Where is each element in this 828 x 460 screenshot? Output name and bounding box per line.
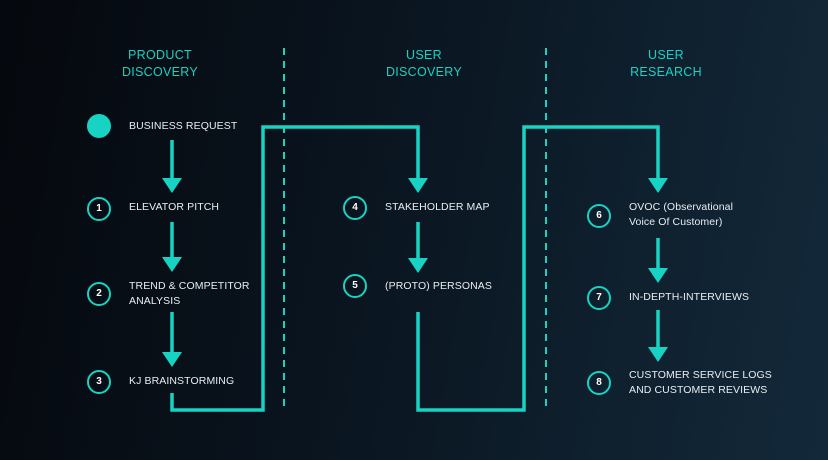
step-label-line: STAKEHOLDER MAP [385, 201, 490, 213]
column-title-line: PRODUCT [128, 48, 192, 62]
step-label-line: Voice Of Customer) [629, 216, 723, 228]
step-number-badge: 2 [87, 282, 111, 306]
step-label-line: (PROTO) PERSONAS [385, 280, 493, 292]
step-label-line: TREND & COMPETITOR [129, 280, 250, 292]
arrow [162, 140, 182, 193]
step-label-line: ANALYSIS [129, 295, 181, 307]
arrow [648, 238, 668, 283]
step-number-badge: 3 [87, 370, 111, 394]
step-label-line: OVOC (Observational [629, 201, 734, 213]
column-title-line: DISCOVERY [121, 65, 199, 79]
column-title-line: USER [648, 48, 684, 62]
step-label-proto-personas: (PROTO) PERSONAS [385, 279, 492, 294]
start-label: BUSINESS REQUEST [129, 120, 238, 132]
arrow [648, 178, 668, 193]
step-label-line: IN-DEPTH-INTERVIEWS [629, 291, 750, 303]
step-label-line: KJ BRAINSTORMING [129, 375, 235, 387]
step-number-badge: 5 [343, 274, 367, 298]
step-number-badge: 1 [87, 197, 111, 221]
column-title-user-discovery: USER DISCOVERY [344, 47, 504, 81]
arrow [408, 222, 428, 273]
column-title-line: USER [406, 48, 442, 62]
step-label-kj-brainstorming: KJ BRAINSTORMING [129, 374, 234, 389]
step-number-badge: 8 [587, 371, 611, 395]
step-label-elevator-pitch: ELEVATOR PITCH [129, 200, 219, 215]
arrow [648, 310, 668, 362]
start-dot [87, 114, 111, 138]
arrow [162, 222, 182, 272]
step-label-line: ELEVATOR PITCH [129, 201, 220, 213]
arrow [408, 178, 428, 193]
step-label-ovoc: OVOC (Observational Voice Of Customer) [629, 200, 733, 230]
step-label-line: AND CUSTOMER REVIEWS [629, 384, 768, 396]
column-title-line: DISCOVERY [385, 65, 463, 79]
step-number-badge: 7 [587, 286, 611, 310]
step-number-badge: 6 [587, 204, 611, 228]
flow-path [170, 125, 660, 412]
step-label-stakeholder-map: STAKEHOLDER MAP [385, 200, 490, 215]
step-number-badge: 4 [343, 196, 367, 220]
column-title-user-research: USER RESEARCH [586, 47, 746, 81]
column-title-line: RESEARCH [630, 65, 702, 79]
step-label-trend-competitor: TREND & COMPETITOR ANALYSIS [129, 279, 250, 309]
column-title-product-discovery: PRODUCT DISCOVERY [80, 47, 240, 81]
step-label-customer-service-logs: CUSTOMER SERVICE LOGS AND CUSTOMER REVIE… [629, 368, 772, 398]
arrow [162, 312, 182, 367]
step-label-line: CUSTOMER SERVICE LOGS [629, 369, 772, 381]
step-label-in-depth-interviews: IN-DEPTH-INTERVIEWS [629, 290, 749, 305]
